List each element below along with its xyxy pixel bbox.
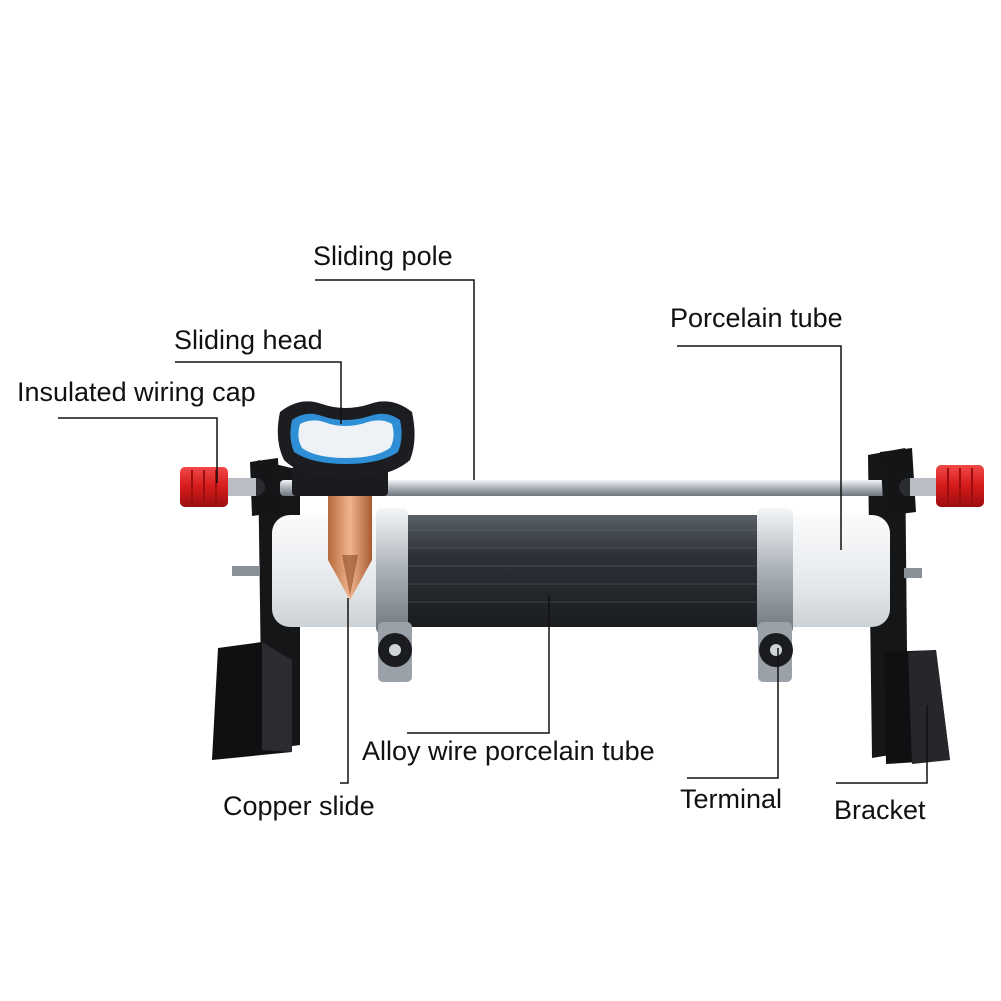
label-insulated-wiring-cap: Insulated wiring cap bbox=[17, 377, 256, 407]
right-clamp bbox=[757, 508, 793, 634]
label-sliding-head: Sliding head bbox=[174, 325, 323, 355]
left-side-bolt bbox=[232, 566, 260, 576]
leader-bracket bbox=[836, 705, 928, 784]
left-terminal-screw bbox=[378, 622, 412, 682]
left-clamp bbox=[376, 508, 408, 634]
right-insulated-wiring-cap bbox=[910, 465, 984, 507]
left-insulated-wiring-cap bbox=[180, 467, 256, 507]
leader-sliding-pole bbox=[315, 279, 475, 480]
leader-sliding-head bbox=[175, 361, 342, 424]
label-copper-slide: Copper slide bbox=[223, 791, 375, 821]
leader-alloy-wire bbox=[407, 595, 550, 734]
right-terminal-screw bbox=[758, 622, 793, 682]
leader-terminal bbox=[687, 648, 779, 779]
copper-slide bbox=[328, 476, 372, 600]
sliding-head bbox=[277, 401, 415, 478]
sliding-pole bbox=[280, 480, 890, 496]
label-bracket: Bracket bbox=[834, 795, 926, 825]
label-porcelain-tube: Porcelain tube bbox=[670, 303, 843, 333]
label-sliding-pole: Sliding pole bbox=[313, 241, 453, 271]
right-side-bolt bbox=[904, 568, 922, 578]
label-alloy-wire-porcelain-tube: Alloy wire porcelain tube bbox=[362, 736, 655, 766]
label-terminal: Terminal bbox=[680, 784, 783, 814]
leader-copper-slide bbox=[340, 598, 349, 784]
coil-windings bbox=[400, 529, 760, 603]
leader-porcelain-tube bbox=[677, 345, 842, 550]
alloy-wire-coil bbox=[400, 515, 760, 627]
leader-insulated-wiring-cap bbox=[58, 417, 218, 483]
leader-lines bbox=[58, 279, 928, 784]
